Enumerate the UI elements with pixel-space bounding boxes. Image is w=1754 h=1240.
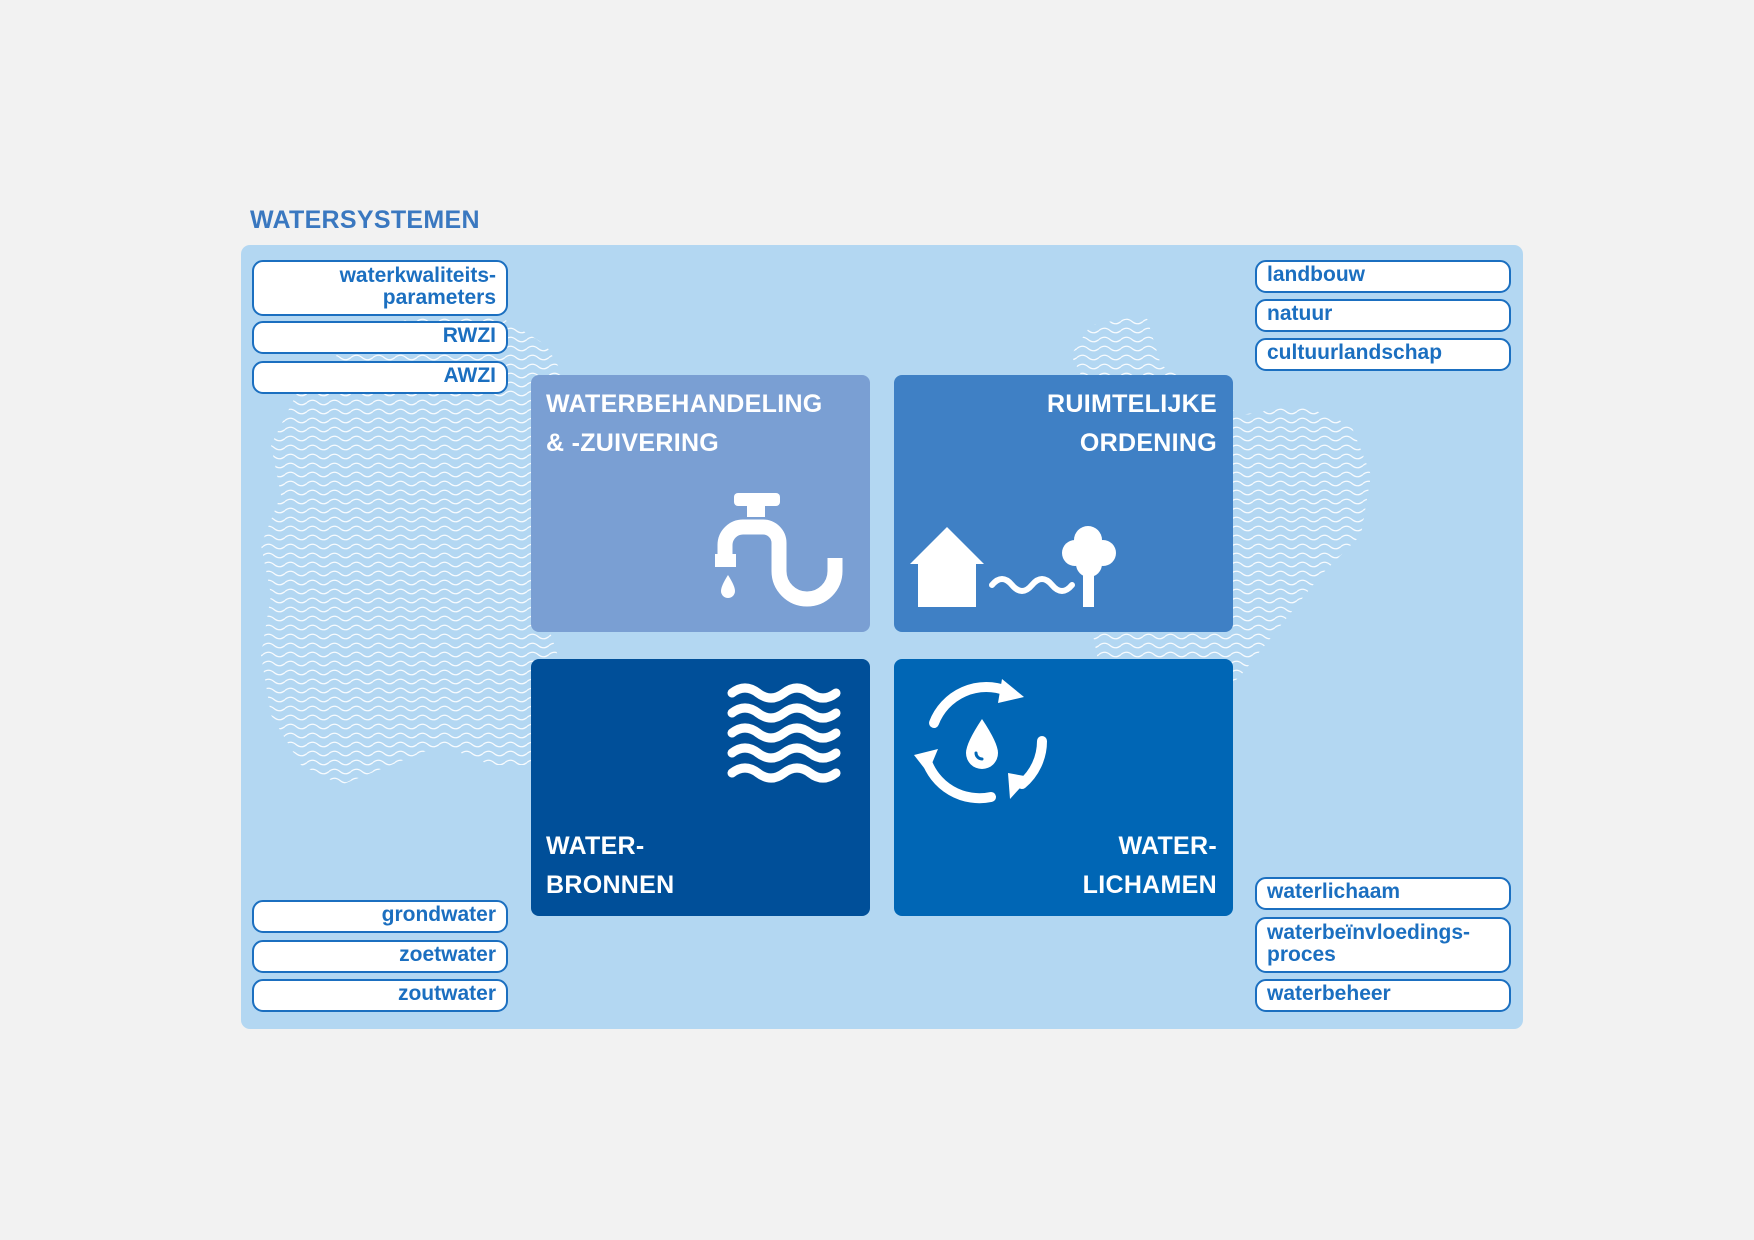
tag-landbouw: landbouw: [1255, 260, 1511, 293]
tile-waterlichamen-label: WATER- LICHAMEN: [1082, 832, 1217, 899]
tile-ruimtelijke-ordening-label: RUIMTELIJKE ORDENING: [1047, 390, 1217, 457]
tag-zoutwater: zoutwater: [252, 979, 508, 1012]
tile-waterbehandeling: WATERBEHANDELING & -ZUIVERING: [531, 375, 870, 632]
tile-waterbronnen-label: WATER- BRONNEN: [546, 832, 675, 899]
tag-waterbeinvloedingsproces: waterbeïnvloedings- proces: [1255, 917, 1511, 973]
watersystems-panel: waterkwaliteits- parameters RWZI AWZI gr…: [241, 245, 1523, 1029]
tag-natuur: natuur: [1255, 299, 1511, 332]
tag-waterkwaliteitsparameters: waterkwaliteits- parameters: [252, 260, 508, 316]
house-water-tree-icon: [910, 526, 1116, 607]
tag-grondwater: grondwater: [252, 900, 508, 933]
tile-waterlichamen: WATER- LICHAMEN: [894, 659, 1233, 916]
tile-waterbronnen: WATER- BRONNEN: [531, 659, 870, 916]
tag-zoetwater: zoetwater: [252, 940, 508, 973]
tag-waterbeheer: waterbeheer: [1255, 979, 1511, 1012]
tile-ruimtelijke-ordening: RUIMTELIJKE ORDENING: [894, 375, 1233, 632]
tap-pipe-icon: [715, 493, 843, 607]
waves-icon: [727, 683, 841, 783]
water-cycle-icon: [914, 679, 1048, 804]
tile-waterbehandeling-label: WATERBEHANDELING & -ZUIVERING: [546, 390, 823, 457]
tag-awzi: AWZI: [252, 361, 508, 394]
tag-rwzi: RWZI: [252, 321, 508, 354]
tag-cultuurlandschap: cultuurlandschap: [1255, 338, 1511, 371]
tag-waterlichaam: waterlichaam: [1255, 877, 1511, 910]
diagram-title: WATERSYSTEMEN: [250, 206, 480, 234]
